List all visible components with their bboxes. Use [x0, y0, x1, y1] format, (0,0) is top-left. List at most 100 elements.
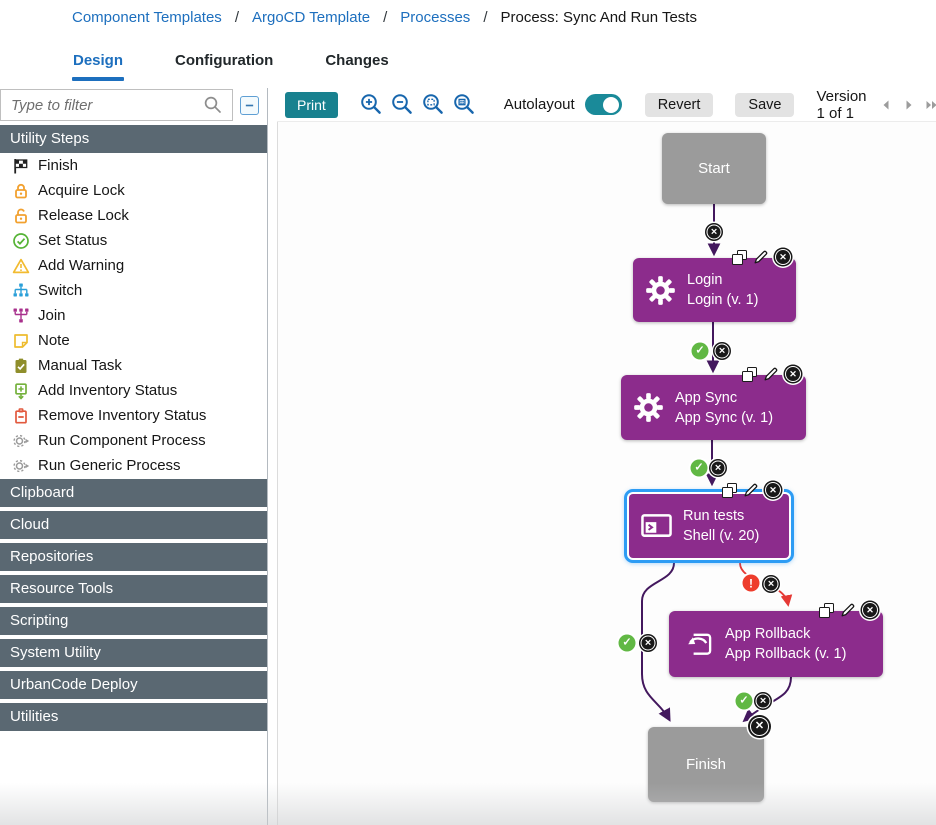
node-app-rollback-actions	[819, 602, 878, 618]
node-run-tests[interactable]: Run tests Shell (v. 20)	[629, 482, 789, 558]
manual-task-icon	[12, 357, 30, 375]
breadcrumb: Component Templates / ArgoCD Template / …	[0, 0, 936, 34]
step-palette: Utility Steps Finish Acquire Lock Releas…	[0, 88, 268, 825]
tab-design[interactable]: Design	[72, 44, 125, 83]
step-name: Run tests	[683, 508, 745, 524]
gear-icon	[645, 275, 676, 306]
gear-icon	[633, 392, 664, 423]
palette-item-label: Manual Task	[38, 357, 122, 374]
breadcrumb-component-templates[interactable]: Component Templates	[72, 8, 222, 26]
palette-item-manual-task[interactable]: Manual Task	[0, 353, 267, 378]
tab-bar: Design Configuration Changes	[0, 40, 936, 86]
palette-item-switch[interactable]: Switch	[0, 278, 267, 303]
step-subtitle: App Rollback (v. 1)	[725, 646, 847, 662]
delete-step-icon[interactable]	[785, 366, 801, 382]
filter-input[interactable]	[0, 89, 233, 121]
delete-step-icon[interactable]	[765, 482, 781, 498]
finish-flag-icon	[12, 157, 30, 175]
zoom-out-icon[interactable]	[390, 92, 415, 117]
node-finish[interactable]: Finish	[648, 717, 769, 802]
palette-item-label: Note	[38, 332, 70, 349]
rollback-arrow-icon	[681, 630, 714, 658]
palette-item-run-component-process[interactable]: Run Component Process	[0, 428, 267, 453]
edge-delete-icon[interactable]	[755, 693, 771, 709]
step-subtitle: Shell (v. 20)	[683, 528, 760, 544]
palette-item-add-inventory-status[interactable]: Add Inventory Status	[0, 378, 267, 403]
edge-success-condition-icon[interactable]	[618, 634, 636, 652]
edge-success-condition-icon[interactable]	[691, 342, 709, 360]
palette-item-remove-inventory-status[interactable]: Remove Inventory Status	[0, 403, 267, 428]
node-login[interactable]: Login Login (v. 1)	[633, 249, 796, 322]
palette-item-finish[interactable]: Finish	[0, 153, 267, 178]
edge-delete-icon[interactable]	[714, 343, 730, 359]
node-finish-label: Finish	[685, 756, 726, 773]
shell-terminal-icon	[641, 513, 672, 539]
delete-step-icon[interactable]	[775, 249, 791, 265]
palette-group-cloud[interactable]: Cloud	[0, 511, 267, 539]
lock-closed-icon	[12, 182, 30, 200]
node-run-tests-selection[interactable]: Run tests Shell (v. 20)	[624, 482, 794, 563]
palette-filter-row	[0, 88, 267, 122]
palette-item-acquire-lock[interactable]: Acquire Lock	[0, 178, 267, 203]
edge-delete-icon[interactable]	[706, 224, 722, 240]
autolayout-toggle[interactable]	[584, 94, 622, 115]
node-start[interactable]: Start	[662, 133, 766, 204]
edge-delete-icon[interactable]	[710, 460, 726, 476]
node-app-rollback[interactable]: App Rollback App Rollback (v. 1)	[669, 602, 883, 677]
edge-failure-condition-icon[interactable]	[742, 574, 760, 592]
palette-group-urbancode-deploy[interactable]: UrbanCode Deploy	[0, 671, 267, 699]
edit-step-icon[interactable]	[743, 482, 759, 498]
previous-version-icon[interactable]	[879, 98, 893, 112]
edge-delete-icon[interactable]	[763, 576, 779, 592]
palette-group-utility-steps[interactable]: Utility Steps	[0, 125, 267, 153]
palette-item-label: Add Warning	[38, 257, 125, 274]
palette-item-join[interactable]: Join	[0, 303, 267, 328]
copy-step-icon[interactable]	[722, 482, 737, 498]
palette-group-repositories[interactable]: Repositories	[0, 543, 267, 571]
breadcrumb-separator: /	[483, 8, 488, 26]
palette-item-label: Remove Inventory Status	[38, 407, 207, 424]
join-icon	[12, 307, 30, 325]
palette-group-system-utility[interactable]: System Utility	[0, 639, 267, 667]
process-canvas[interactable]: Start	[277, 122, 936, 825]
warning-triangle-icon	[12, 257, 30, 275]
collapse-all-button[interactable]	[240, 96, 259, 115]
palette-group-clipboard[interactable]: Clipboard	[0, 479, 267, 507]
palette-group-resource-tools[interactable]: Resource Tools	[0, 575, 267, 603]
step-name: App Rollback	[725, 626, 811, 642]
print-button[interactable]: Print	[285, 91, 338, 118]
edge-delete-icon[interactable]	[640, 635, 656, 651]
delete-step-icon[interactable]	[750, 717, 769, 736]
step-subtitle: Login (v. 1)	[687, 292, 759, 308]
next-version-icon[interactable]	[902, 98, 916, 112]
tab-changes[interactable]: Changes	[325, 51, 389, 69]
edge-success-condition-icon[interactable]	[735, 692, 753, 710]
palette-item-note[interactable]: Note	[0, 328, 267, 353]
revert-button[interactable]: Revert	[644, 92, 714, 117]
latest-version-icon[interactable]	[925, 98, 936, 112]
edit-step-icon[interactable]	[763, 366, 779, 382]
zoom-actual-size-icon[interactable]	[452, 92, 477, 117]
node-app-sync[interactable]: App Sync App Sync (v. 1)	[621, 366, 806, 440]
edit-step-icon[interactable]	[753, 249, 769, 265]
palette-item-run-generic-process[interactable]: Run Generic Process	[0, 453, 267, 478]
breadcrumb-argocd-template[interactable]: ArgoCD Template	[251, 8, 371, 26]
edge-success-condition-icon[interactable]	[690, 459, 708, 477]
palette-item-add-warning[interactable]: Add Warning	[0, 253, 267, 278]
switch-branch-icon	[12, 282, 30, 300]
canvas-toolbar: Print Autolayout Revert Save Version 1 o…	[277, 88, 936, 122]
tab-configuration[interactable]: Configuration	[175, 51, 274, 69]
copy-step-icon[interactable]	[732, 249, 747, 265]
palette-item-set-status[interactable]: Set Status	[0, 228, 267, 253]
save-button[interactable]: Save	[735, 92, 795, 117]
palette-group-scripting[interactable]: Scripting	[0, 607, 267, 635]
palette-item-release-lock[interactable]: Release Lock	[0, 203, 267, 228]
edit-step-icon[interactable]	[840, 602, 856, 618]
palette-group-utilities[interactable]: Utilities	[0, 703, 267, 731]
copy-step-icon[interactable]	[819, 602, 834, 618]
zoom-in-icon[interactable]	[359, 92, 384, 117]
delete-step-icon[interactable]	[862, 602, 878, 618]
copy-step-icon[interactable]	[742, 366, 757, 382]
breadcrumb-processes[interactable]: Processes	[400, 8, 471, 26]
zoom-fit-icon[interactable]	[421, 92, 446, 117]
